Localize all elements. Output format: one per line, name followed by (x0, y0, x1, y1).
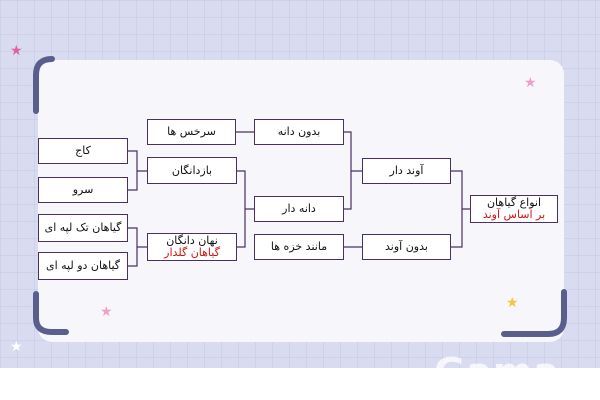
star-icon: ★ (100, 304, 113, 320)
box-seeded: دانه دار (254, 196, 344, 222)
corner-bracket-top-left (33, 56, 55, 114)
box-angiosperms: نهان دانگان گیاهان گلدار (147, 233, 237, 261)
box-root-subtitle: بر اساس آوند (482, 208, 546, 221)
box-mosslike-label: مانند خزه ها (270, 240, 328, 253)
box-gymnosperms: بازدانگان (147, 157, 237, 184)
box-mosslike: مانند خزه ها (254, 234, 344, 260)
box-seedless-label: بدون دانه (277, 125, 321, 138)
box-pine-label: کاج (75, 144, 91, 157)
box-angiosperms-subtitle: گیاهان گلدار (164, 246, 220, 259)
corner-bracket-bottom-left (33, 291, 69, 335)
box-seeded-label: دانه دار (282, 202, 316, 215)
star-icon: ★ (10, 339, 23, 355)
box-pine: کاج (38, 138, 128, 164)
box-nonvascular: بدون آوند (362, 234, 451, 260)
box-root-title: انواع گیاهان (486, 196, 542, 209)
box-monocot: گیاهان تک لپه ای (38, 214, 128, 242)
box-dicot-label: گیاهان دو لپه ای (45, 259, 121, 272)
box-angiosperms-title: نهان دانگان (166, 234, 218, 247)
star-icon: ★ (10, 43, 23, 59)
box-gymnosperms-label: بازدانگان (171, 163, 213, 177)
star-icon: ★ (524, 75, 537, 91)
box-cypress: سرو (38, 177, 128, 203)
corner-bracket-bottom-right (501, 289, 567, 337)
box-seedless: بدون دانه (254, 119, 344, 145)
box-vascular: آوند دار (362, 158, 451, 184)
box-dicot: گیاهان دو لپه ای (38, 252, 128, 280)
box-root: انواع گیاهان بر اساس آوند (470, 195, 558, 223)
box-ferns: سرخس ها (147, 119, 236, 145)
footer-strip (0, 368, 600, 400)
watermark-logo: Gama (434, 350, 561, 394)
box-monocot-label: گیاهان تک لپه ای (44, 221, 122, 234)
star-icon: ★ (506, 295, 519, 311)
box-nonvascular-label: بدون آوند (385, 240, 428, 253)
box-cypress-label: سرو (72, 183, 94, 196)
box-vascular-label: آوند دار (389, 164, 424, 177)
box-ferns-label: سرخس ها (167, 125, 216, 138)
